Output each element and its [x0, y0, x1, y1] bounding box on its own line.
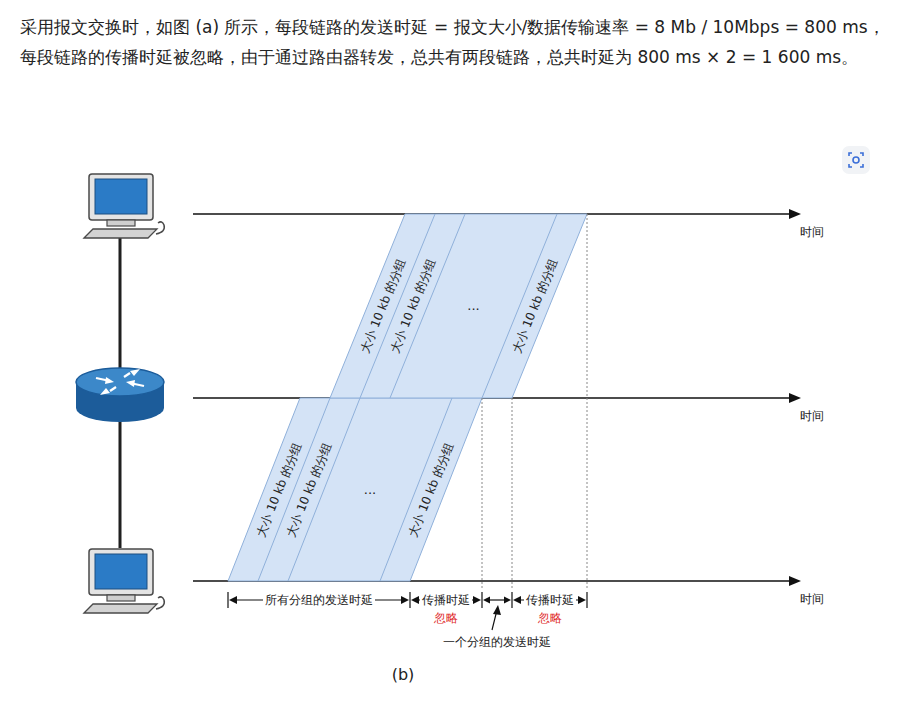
ellipsis-mark: ...: [364, 482, 376, 498]
ignored-note: 忽略: [538, 611, 562, 625]
router-icon: [76, 368, 164, 422]
time-axes: [193, 209, 801, 586]
figure-caption: (b): [392, 665, 415, 684]
bracket-label: 传播时延: [524, 593, 576, 607]
bracket-label: 传播时延: [420, 593, 472, 607]
ignored-note: 忽略: [434, 611, 458, 625]
axis-label: 时间: [800, 592, 824, 606]
delay-bracket: [228, 592, 587, 630]
bracket-label: 所有分组的发送时延: [263, 593, 375, 607]
packet-band: [330, 214, 587, 398]
axis-label: 时间: [800, 409, 824, 423]
axis-label: 时间: [800, 225, 824, 239]
ellipsis-mark: ...: [467, 298, 479, 314]
scan-icon: [842, 146, 870, 174]
packet-band: [228, 398, 482, 581]
computer-icon: [84, 174, 164, 238]
callout-label: 一个分组的发送时延: [443, 635, 551, 649]
computer-icon: [84, 549, 164, 613]
dotted-guide: [482, 214, 587, 590]
intro-paragraph: 采用报文交换时，如图 (a) 所示，每段链路的发送时延 = 报文大小/数据传输速…: [20, 12, 895, 72]
